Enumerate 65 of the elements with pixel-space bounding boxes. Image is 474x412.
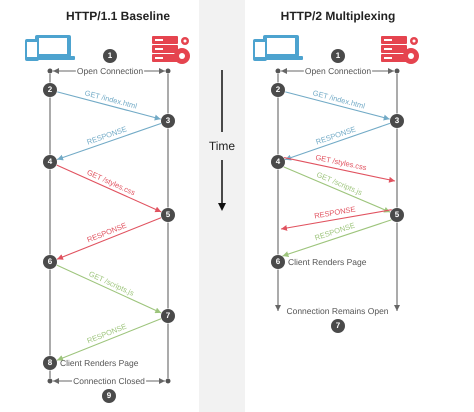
step-number-circle: 2: [43, 83, 57, 97]
step-number-circle: 5: [390, 208, 404, 222]
lifeline: [49, 98, 51, 154]
message-arrow: [56, 164, 162, 212]
connector-line: [372, 68, 394, 74]
lifeline: [167, 128, 169, 208]
endpoint-dot: [276, 68, 280, 74]
connector-line: [53, 68, 76, 74]
endpoint-dot: [166, 378, 170, 384]
step-number-circle: 6: [271, 255, 285, 269]
step-caption: Client Renders Page: [288, 257, 366, 267]
message-arrow: [284, 157, 396, 183]
panel-title: HTTP/1.1 Baseline: [66, 9, 170, 23]
message-arrow: [57, 91, 161, 120]
connection-label: Open Connection: [304, 66, 372, 76]
message-arrow: [280, 209, 392, 231]
step-number-circle: 5: [161, 208, 175, 222]
message-arrow: [56, 318, 162, 361]
step-number-circle: 3: [161, 114, 175, 128]
lifeline: [49, 74, 51, 82]
lifeline: [167, 74, 169, 114]
connector-line: [275, 270, 281, 311]
connection-label: Open Connection: [76, 66, 144, 76]
connector-line: [281, 68, 304, 74]
step-number-circle: 8: [43, 356, 57, 370]
lifeline: [49, 370, 51, 378]
step-number-circle: 3: [390, 114, 404, 128]
step-number-circle: 1: [103, 49, 117, 63]
endpoint-dot: [48, 68, 52, 74]
message-arrow: [284, 122, 390, 160]
message-arrow: [56, 217, 162, 260]
connector-line: [394, 222, 400, 311]
message-arrow: [282, 219, 392, 257]
step-number-circle: 1: [331, 49, 345, 63]
step-number-circle: 4: [43, 155, 57, 169]
message-arrow: [283, 166, 390, 213]
message-arrow: [285, 91, 390, 120]
connector-line: [144, 68, 165, 74]
message-arrow: [56, 264, 162, 314]
step-number-circle: 6: [43, 255, 57, 269]
step-number-circle: 2: [271, 83, 285, 97]
lifeline: [277, 170, 279, 254]
endpoint-dot: [48, 378, 52, 384]
lifeline: [396, 74, 398, 114]
step-number-circle: 7: [331, 319, 345, 333]
step-caption: Client Renders Page: [60, 358, 138, 368]
status-label: Connection Remains Open: [278, 304, 397, 318]
lifeline: [277, 74, 279, 82]
lifeline: [396, 128, 398, 208]
message-arrow: [56, 122, 162, 160]
connector-line: [53, 378, 72, 384]
lifeline: [277, 98, 279, 154]
lifeline: [49, 170, 51, 254]
step-number-circle: 4: [271, 155, 285, 169]
lifeline: [49, 270, 51, 356]
step-number-circle: 7: [161, 309, 175, 323]
lifeline: [167, 324, 169, 378]
connector-line: [146, 378, 165, 384]
axis-label: Time: [208, 139, 236, 153]
panel-title: HTTP/2 Multiplexing: [280, 9, 396, 23]
endpoint-dot: [394, 68, 400, 74]
connection-label: Connection Closed: [72, 376, 146, 386]
endpoint-dot: [166, 68, 170, 74]
step-number-circle: 9: [102, 389, 116, 403]
lifeline: [167, 222, 169, 308]
